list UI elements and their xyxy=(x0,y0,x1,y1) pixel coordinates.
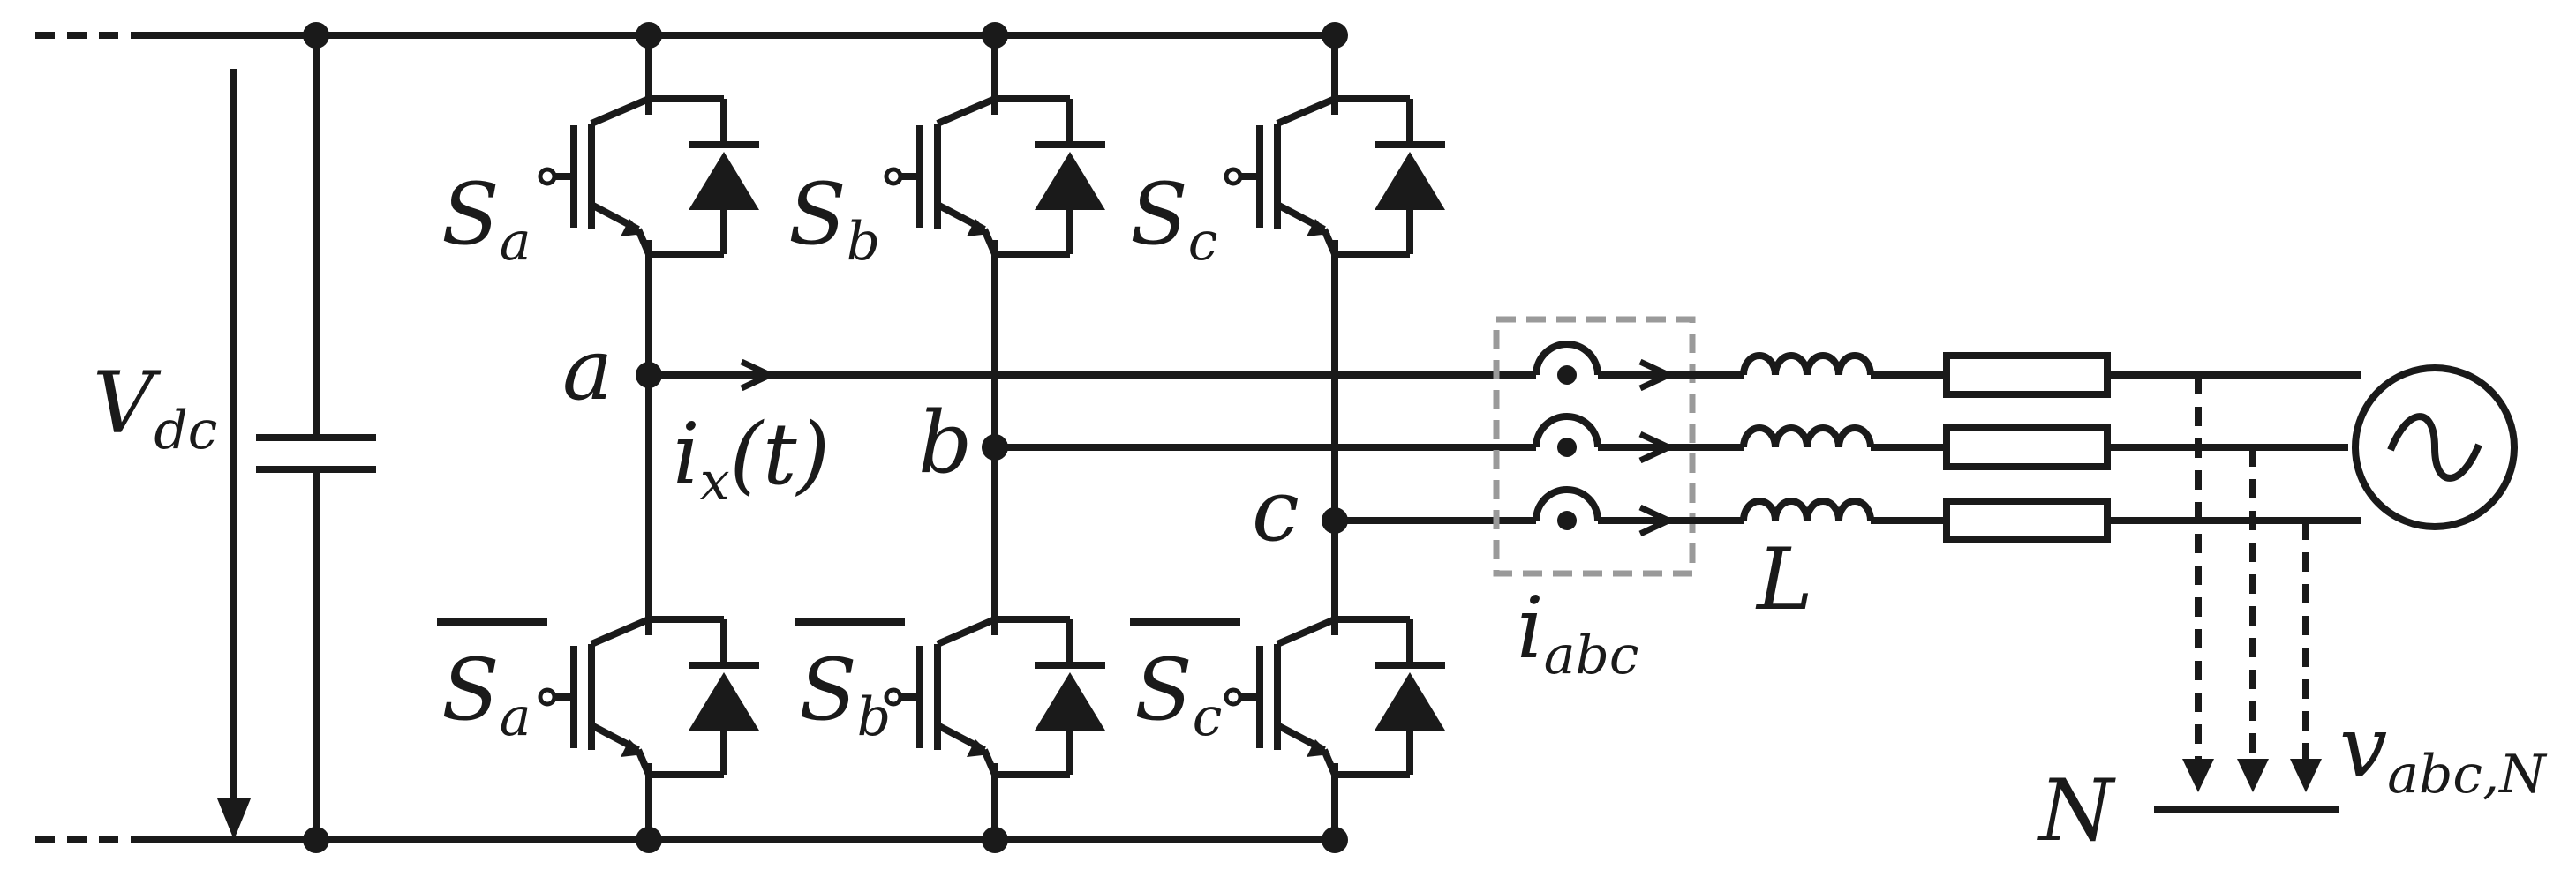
dc-link-capacitor xyxy=(256,35,376,840)
resistors xyxy=(1943,352,2361,543)
inductor-b xyxy=(1740,424,1874,448)
node-a-dot xyxy=(636,362,662,388)
leg-c xyxy=(1226,22,1445,853)
inductor-label: L xyxy=(1755,530,1813,629)
ac-source-circle xyxy=(2352,364,2518,530)
node-dot xyxy=(303,827,329,853)
node-dot xyxy=(982,827,1008,853)
node-dot xyxy=(982,22,1008,49)
sensor-a-arc xyxy=(1533,341,1601,376)
phase-wires xyxy=(636,358,1536,534)
sa-lower-label: Sa xyxy=(441,641,531,748)
sc-upper-label: Sc xyxy=(1130,165,1217,273)
sine-wave-icon xyxy=(2387,413,2482,482)
sensed-current-label: iabc xyxy=(1517,579,1639,686)
labels: Vdc Sa Sb Sc Sa Sb Sc a b c ix(t) iabc L… xyxy=(93,165,2548,860)
node-a-label: a xyxy=(562,320,613,419)
resistor-a xyxy=(1943,352,2111,398)
resistor-c xyxy=(1943,498,2111,543)
vdc-label: Vdc xyxy=(93,354,217,461)
current-arrow xyxy=(740,358,778,392)
node-b-label: b xyxy=(918,394,972,492)
sensor-c-arc xyxy=(1533,486,1601,521)
sensor-box xyxy=(1493,316,1696,577)
inductors xyxy=(1740,352,1947,524)
node-dot xyxy=(1322,827,1348,853)
inductor-c xyxy=(1740,498,1874,521)
phase-current-label: ix(t) xyxy=(673,405,830,513)
voltage-measurement xyxy=(2154,375,2339,813)
node-dot xyxy=(636,827,662,853)
sa-upper-label: Sa xyxy=(441,165,531,273)
node-c-label: c xyxy=(1252,461,1299,560)
sb-lower-label: Sb xyxy=(799,641,891,748)
node-c-dot xyxy=(1322,507,1348,534)
sensor-b-arc xyxy=(1533,413,1601,448)
leg-a xyxy=(540,22,759,853)
resistor-b xyxy=(1943,424,2111,470)
dc-bus xyxy=(35,22,1335,853)
ac-grid-source xyxy=(2352,364,2518,530)
node-dot xyxy=(303,22,329,49)
node-b-dot xyxy=(982,434,1008,461)
sb-upper-label: Sb xyxy=(788,165,880,273)
neutral-label: N xyxy=(2037,761,2116,860)
current-sensors xyxy=(1493,316,1744,577)
node-dot xyxy=(1322,22,1348,49)
grid-voltage-label: vabc,N xyxy=(2339,698,2548,806)
node-dot xyxy=(636,22,662,49)
sc-lower-label: Sc xyxy=(1134,641,1222,748)
inductor-a xyxy=(1740,352,1874,376)
vdc-arrow-head xyxy=(217,798,251,840)
